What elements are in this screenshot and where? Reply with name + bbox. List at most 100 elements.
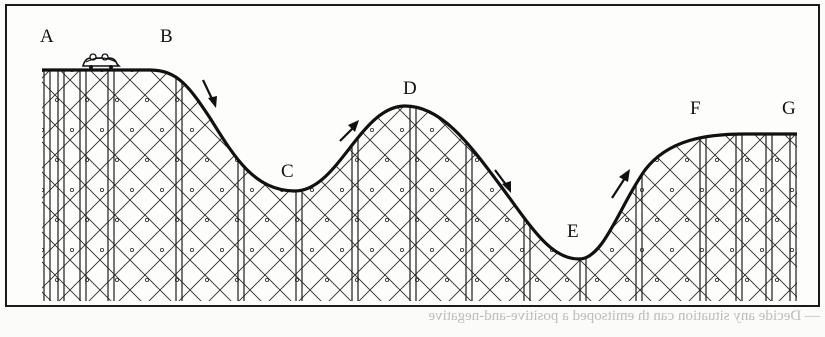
lattice-rivet: [444, 98, 449, 103]
lattice-rivet: [279, 127, 284, 132]
direction-arrow-icon: [202, 79, 217, 108]
lattice-rivet: [144, 98, 149, 103]
lattice-brace: [709, 70, 797, 301]
lattice-rivet: [625, 98, 630, 103]
lattice-rivet: [550, 127, 555, 132]
lattice-rivet: [219, 70, 224, 73]
lattice-rivet: [309, 127, 314, 132]
lattice-rivet: [159, 247, 164, 252]
lattice-rivet: [730, 187, 735, 192]
lattice-rivet: [294, 98, 299, 103]
lattice-rivet: [504, 157, 509, 162]
lattice-rivet: [399, 187, 404, 192]
lattice-rivet: [760, 70, 765, 73]
lattice-rivet: [504, 277, 509, 282]
lattice-rivet: [115, 277, 120, 282]
lattice-rivet: [760, 127, 765, 132]
lattice-rivet: [42, 187, 45, 192]
lattice-rivet: [339, 247, 344, 252]
point-label-d: D: [403, 78, 417, 99]
lattice-rivet: [520, 247, 525, 252]
lattice-rivet: [429, 70, 434, 73]
lattice-rivet: [444, 157, 449, 162]
lattice-rivet: [700, 70, 705, 73]
lattice-rivet: [324, 277, 329, 282]
lattice-brace: [619, 70, 797, 301]
lattice-brace: [42, 70, 61, 301]
lattice-brace: [709, 70, 797, 301]
lattice-rivet: [775, 217, 780, 222]
lattice-rivet: [219, 247, 224, 252]
lattice-rivet: [115, 98, 120, 103]
lattice-rivet: [324, 157, 329, 162]
lattice-rivet: [309, 187, 314, 192]
lattice-rivet: [625, 277, 630, 282]
lattice-rivet: [279, 70, 284, 73]
lattice-rivet: [264, 98, 269, 103]
lattice-rivet: [504, 98, 509, 103]
lattice-rivet: [369, 127, 374, 132]
lattice-rivet: [535, 157, 540, 162]
lattice-brace: [42, 70, 181, 301]
lattice-rivet: [715, 217, 720, 222]
lattice-rivet: [459, 247, 464, 252]
lattice-rivet: [70, 247, 75, 252]
lattice-rivet: [144, 217, 149, 222]
lattice-rivet: [369, 70, 374, 73]
lattice-rivet: [339, 187, 344, 192]
lattice-rivet: [70, 187, 75, 192]
lattice-rivet: [775, 98, 780, 103]
lattice-rivet: [42, 127, 45, 132]
lattice-rivet: [249, 187, 254, 192]
lattice-rivet: [535, 217, 540, 222]
lattice-rivet: [474, 277, 479, 282]
lattice-rivet: [715, 277, 720, 282]
lattice-rivet: [474, 98, 479, 103]
lattice-rivet: [444, 217, 449, 222]
lattice-rivet: [294, 157, 299, 162]
lattice-rivet: [520, 70, 525, 73]
lattice-rivet: [595, 157, 600, 162]
lattice-rivet: [324, 217, 329, 222]
lattice-rivet: [580, 127, 585, 132]
lattice-rivet: [264, 277, 269, 282]
lattice-rivet: [264, 157, 269, 162]
lattice-rivet: [339, 127, 344, 132]
lattice-rivet: [685, 217, 690, 222]
lattice-rivet: [159, 187, 164, 192]
lattice-rivet: [249, 70, 254, 73]
lattice-brace: [769, 70, 797, 301]
lattice-brace: [42, 70, 241, 301]
lattice-rivet: [610, 247, 615, 252]
lattice-rivet: [42, 247, 45, 252]
lattice-brace: [42, 70, 91, 301]
lattice-rivet: [279, 247, 284, 252]
lattice-rivet: [249, 127, 254, 132]
lattice-rivet: [309, 247, 314, 252]
lattice-rivet: [580, 70, 585, 73]
lattice-rivet: [655, 277, 660, 282]
lattice-rivet: [115, 217, 120, 222]
lattice-rivet: [399, 247, 404, 252]
lattice-rivet: [790, 187, 795, 192]
lattice-rivet: [189, 127, 194, 132]
lattice-rivet: [595, 277, 600, 282]
lattice-rivet: [129, 247, 134, 252]
lattice-rivet: [489, 70, 494, 73]
lattice-rivet: [700, 247, 705, 252]
lattice-rivet: [369, 187, 374, 192]
lattice-rivet: [100, 187, 105, 192]
lattice-rivet: [805, 218, 808, 221]
lattice-brace: [0, 60, 30, 310]
lattice-rivet: [70, 127, 75, 132]
lattice-rivet: [670, 247, 675, 252]
direction-arrow-icon: [494, 169, 511, 193]
lattice-rivet: [399, 70, 404, 73]
lattice-rivet: [730, 127, 735, 132]
lattice-brace: [649, 70, 797, 301]
lattice-rivet: [595, 217, 600, 222]
lattice-rivet: [595, 98, 600, 103]
lattice-rivet: [580, 247, 585, 252]
lattice-brace: [42, 70, 211, 301]
lattice-rivet: [144, 277, 149, 282]
